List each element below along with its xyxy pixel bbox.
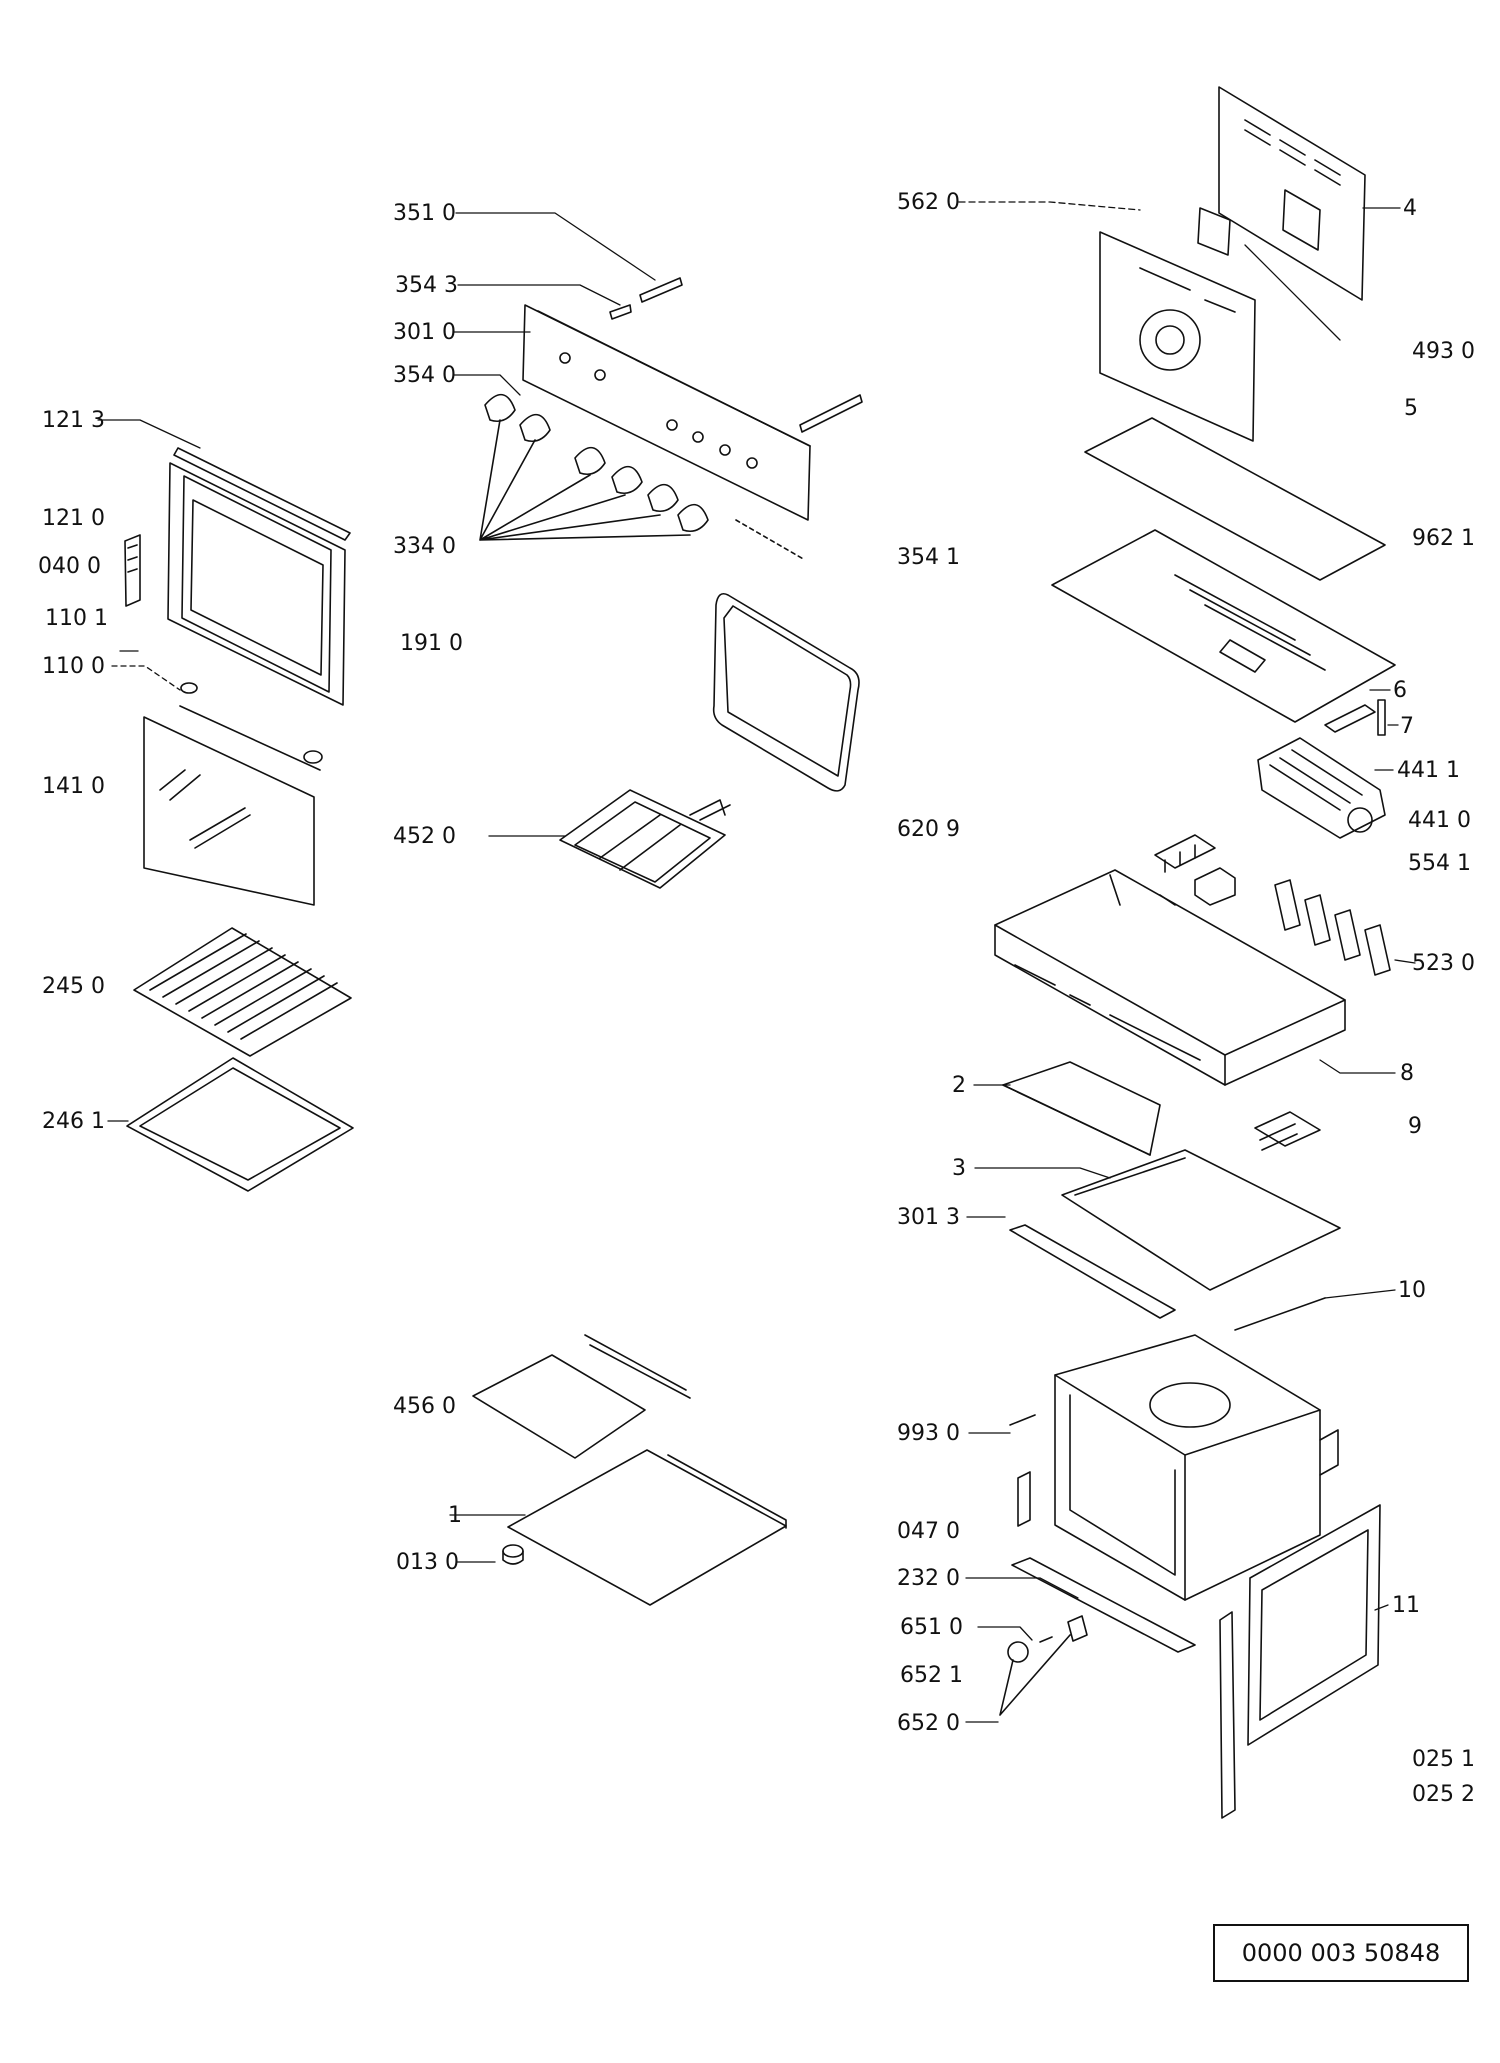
rear-panel-part [1218,86,1366,301]
label-5: 5 [1404,396,1418,421]
foot-parts [999,1615,1088,1716]
label-11: 11 [1392,1593,1420,1618]
label-110-0: 110 0 [42,654,105,679]
bottom-rail-part [1011,1557,1196,1653]
grill-element-part [559,789,731,889]
fan-motor-part [1197,207,1231,256]
label-334-0: 334 0 [393,534,456,559]
label-3: 3 [952,1156,966,1181]
spindle-part [609,277,863,433]
label-441-0: 441 0 [1408,808,1471,833]
label-652-0: 652 0 [897,1711,960,1736]
fan-heater-part [1257,737,1386,839]
cavity-top-plate-part [1061,1149,1341,1291]
label-301-3: 301 3 [897,1205,960,1230]
label-013-0: 013 0 [396,1550,459,1575]
insulation-strip-part [1084,417,1386,581]
label-562-0: 562 0 [897,190,960,215]
label-456-0: 456 0 [393,1394,456,1419]
label-301-0: 301 0 [393,320,456,345]
label-441-1: 441 1 [1397,758,1460,783]
cover-strip-part [1254,1111,1321,1151]
label-141-0: 141 0 [42,774,105,799]
label-962-1: 962 1 [1412,526,1475,551]
label-025-2: 025 2 [1412,1782,1475,1807]
label-121-0: 121 0 [42,506,105,531]
label-354-0: 354 0 [393,363,456,388]
oven-grid-shelf-part [133,927,352,1057]
label-1: 1 [448,1503,462,1528]
screw-part [1009,1414,1036,1426]
side-rail-part [1009,1224,1176,1319]
label-232-0: 232 0 [897,1566,960,1591]
top-cover-part [1051,529,1396,723]
label-246-1: 246 1 [42,1109,105,1134]
label-10: 10 [1398,1278,1426,1303]
switch-group-part [1274,879,1391,976]
control-housing-part [994,869,1346,1086]
control-panel-part [522,304,811,521]
document-number-box: 0000 003 50848 [1213,1924,1469,1982]
label-354-1: 354 1 [897,545,960,570]
leader-lines [97,201,1416,1723]
part-labels: 351 0 354 3 301 0 354 0 334 0 121 3 121 … [38,190,1475,1807]
door-handle-strip-part [124,534,141,607]
label-7: 7 [1400,714,1414,739]
door-seal-part [712,592,860,792]
hinge-plate-part [1017,1471,1031,1527]
label-6: 6 [1393,678,1407,703]
outer-door-frame-part [1219,1504,1381,1819]
label-040-0: 040 0 [38,554,101,579]
label-8: 8 [1400,1061,1414,1086]
baking-tray-part [126,1057,354,1192]
oven-cavity-part [1054,1334,1339,1601]
document-number: 0000 003 50848 [1241,1939,1441,1967]
fan-plate-part [1099,231,1256,442]
rod-part [1234,1297,1326,1331]
label-651-0: 651 0 [900,1615,963,1640]
label-2: 2 [952,1073,966,1098]
small-clip-part [1324,699,1386,736]
terminal-block-part [1154,834,1216,873]
label-245-0: 245 0 [42,974,105,999]
label-993-0: 993 0 [897,1421,960,1446]
door-frame-part [167,447,351,706]
label-9: 9 [1408,1114,1422,1139]
label-121-3: 121 3 [42,408,105,433]
baking-plate-part [472,1334,691,1459]
label-025-1: 025 1 [1412,1747,1475,1772]
relay-part [1194,867,1236,906]
label-191-0: 191 0 [400,631,463,656]
door-glass-part [143,716,315,906]
label-047-0: 047 0 [897,1519,960,1544]
label-351-0: 351 0 [393,201,456,226]
label-620-9: 620 9 [897,817,960,842]
bracket-part [1002,1061,1161,1156]
label-493-0: 493 0 [1412,339,1475,364]
label-354-3: 354 3 [395,273,458,298]
label-452-0: 452 0 [393,824,456,849]
door-hinge-part [179,682,323,771]
bottom-panel-part [502,1449,787,1606]
control-knobs-part [479,393,806,561]
label-110-1: 110 1 [45,606,108,631]
label-652-1: 652 1 [900,1663,963,1688]
label-554-1: 554 1 [1408,851,1471,876]
label-4: 4 [1403,196,1417,221]
label-523-0: 523 0 [1412,951,1475,976]
